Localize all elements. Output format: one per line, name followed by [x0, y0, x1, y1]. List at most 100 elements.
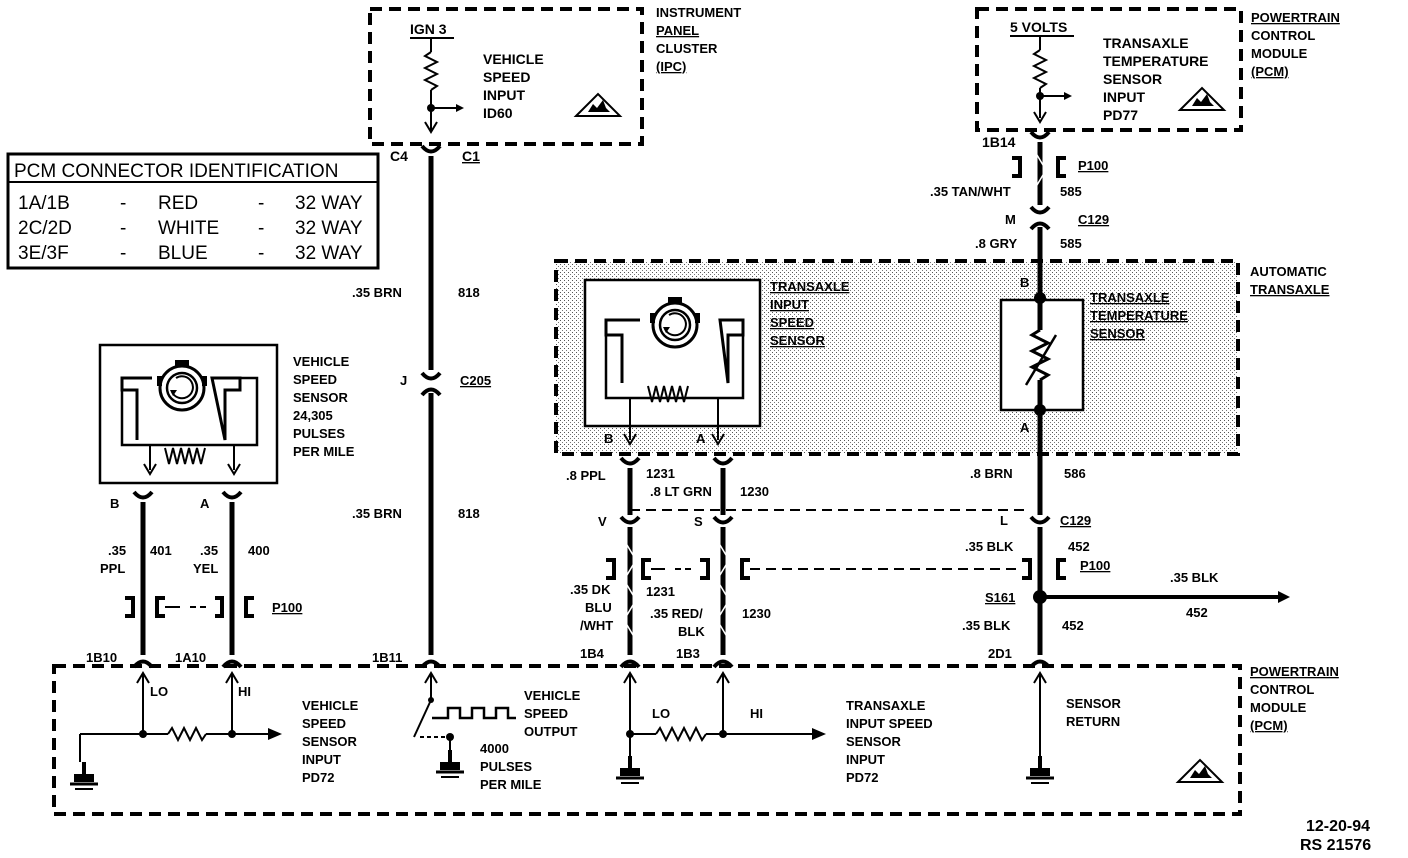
- table-cell: -: [120, 243, 126, 264]
- pcm-hi2: HI: [750, 706, 763, 721]
- temp-gry-num: 585: [1060, 236, 1082, 251]
- temp-p100: P100: [1078, 158, 1108, 173]
- pcm-bottom-module: [52, 659, 1242, 816]
- connector-table-title: PCM CONNECTOR IDENTIFICATION: [14, 161, 338, 182]
- ipc-title-3: CLUSTER: [656, 41, 718, 56]
- pcm-vs-output-3: OUTPUT: [524, 724, 578, 739]
- trans-temp-sensor-2: TEMPERATURE: [1090, 308, 1188, 323]
- table-row: 1A/1B - RED - 32 WAY: [18, 193, 363, 214]
- pcm-top-input-1: TRANSAXLE: [1103, 35, 1189, 51]
- temp-brn-num: 586: [1064, 466, 1086, 481]
- temp-gry: .8 GRY: [975, 236, 1017, 251]
- table-cell: RED: [158, 193, 198, 214]
- vss-label-1: VEHICLE: [293, 354, 350, 369]
- ground-icon: [434, 748, 466, 779]
- table-row: 3E/3F - BLUE - 32 WAY: [18, 243, 363, 264]
- tiss-redblk-color-2: BLK: [678, 624, 705, 639]
- speed-out-pin-j: J: [400, 373, 407, 388]
- trans-temp-pin-b: B: [1020, 275, 1029, 290]
- trans-input-sensor-4: SENSOR: [770, 333, 826, 348]
- ipc-pin-c4: C4: [390, 148, 408, 164]
- trans-pin-b: B: [604, 431, 613, 446]
- ipc-title-2: PANEL: [656, 23, 699, 38]
- vss-pcm-pin-a: 1A10: [175, 650, 206, 665]
- pcm-bottom-title-4: (PCM): [1250, 718, 1288, 733]
- ground-icon: [614, 754, 646, 785]
- speed-out-wire2-color: .35 BRN: [352, 506, 402, 521]
- vss-wire-a-num: 400: [248, 543, 270, 558]
- ipc-title-1: INSTRUMENT: [656, 5, 741, 20]
- tiss-redblk-num: 1230: [742, 606, 771, 621]
- pcm-lo: LO: [150, 684, 168, 699]
- tiss-shield: [606, 558, 1020, 580]
- table-cell: -: [120, 193, 126, 214]
- temp-c129-lower: C129: [1060, 513, 1091, 528]
- ground-icon: [68, 760, 100, 791]
- tiss-pin-s: S: [694, 514, 703, 529]
- ipc-input-2: SPEED: [483, 69, 530, 85]
- speed-out-wire1-num: 818: [458, 285, 480, 300]
- speed-out-wire2-num: 818: [458, 506, 480, 521]
- pcm-tiss-input-5: PD72: [846, 770, 879, 785]
- pcm-top-input-2: TEMPERATURE: [1103, 53, 1209, 69]
- vss-label-2: SPEED: [293, 372, 337, 387]
- pcm-top-input-5: PD77: [1103, 107, 1138, 123]
- table-cell: -: [258, 243, 264, 264]
- tiss-pcm-pin-v: 1B4: [580, 646, 605, 661]
- vss-wire-b-color-2: PPL: [100, 561, 125, 576]
- table-cell: 32 WAY: [295, 218, 363, 239]
- esd-warning-icon: [1179, 87, 1225, 111]
- resistor-icon: [422, 51, 440, 91]
- tiss-pcm-pin-s: 1B3: [676, 646, 700, 661]
- trans-temp-pin-a: A: [1020, 420, 1030, 435]
- pcm-top-supply: 5 VOLTS: [1010, 19, 1067, 35]
- temp-blk-branch: .35 BLK: [1170, 570, 1219, 585]
- trans-title-1: AUTOMATIC: [1250, 264, 1327, 279]
- vss-wire-a-color-2: YEL: [193, 561, 218, 576]
- temp-s161: S161: [985, 590, 1015, 605]
- vehicle-speed-sensor: [98, 343, 279, 485]
- vss-wire-b-num: 401: [150, 543, 172, 558]
- table-cell: BLUE: [158, 243, 208, 264]
- pcm-bottom-title-2: CONTROL: [1250, 682, 1314, 697]
- pcm-pulses-2: PULSES: [480, 759, 532, 774]
- table-cell: -: [258, 218, 264, 239]
- vss-label-4: 24,305: [293, 408, 333, 423]
- pcm-connector-table: PCM CONNECTOR IDENTIFICATION 1A/1B - RED…: [6, 152, 380, 270]
- pcm-vss-input-2: SPEED: [302, 716, 346, 731]
- pcm-tiss-input-2: INPUT SPEED: [846, 716, 933, 731]
- pcm-lo2: LO: [652, 706, 670, 721]
- ipc-connector-c1: C1: [462, 148, 480, 164]
- temp-pcm-pin: 2D1: [988, 646, 1012, 661]
- ipc-input-1: VEHICLE: [483, 51, 544, 67]
- pcm-top-input-3: SENSOR: [1103, 71, 1162, 87]
- table-cell: -: [120, 218, 126, 239]
- ipc-input-4: ID60: [483, 105, 513, 121]
- pcm-tiss-input-3: SENSOR: [846, 734, 902, 749]
- table-cell: 32 WAY: [295, 193, 363, 214]
- vss-pin-a: A: [200, 496, 210, 511]
- speed-out-wire1-color: .35 BRN: [352, 285, 402, 300]
- pcm-top-title-2: CONTROL: [1251, 28, 1315, 43]
- pcm-vs-output-2: SPEED: [524, 706, 568, 721]
- pcm-vss-input-3: SENSOR: [302, 734, 358, 749]
- speed-out-pcm-pin: 1B11: [372, 650, 402, 665]
- temp-brn: .8 BRN: [970, 466, 1013, 481]
- pcm-top-module: 5 VOLTS TRANSAXLE TEMPERATURE SENSOR INP…: [975, 7, 1243, 132]
- temp-pin-m: M: [1005, 212, 1016, 227]
- pcm-top-title-1: POWERTRAIN: [1251, 10, 1340, 25]
- table-row: 2C/2D - WHITE - 32 WAY: [18, 218, 363, 239]
- tiss-dkblu-num: 1231: [646, 584, 675, 599]
- ground-icon: [1024, 754, 1056, 785]
- speed-out-c205: C205: [460, 373, 491, 388]
- tiss-grn-num: 1230: [740, 484, 769, 499]
- ipc-supply: IGN 3: [410, 21, 447, 37]
- vss-wire-a-color-1: .35: [200, 543, 218, 558]
- vss-pcm-pin-b: 1B10: [86, 650, 117, 665]
- tiss-dkblu-color-3: /WHT: [580, 618, 613, 633]
- ipc-module: IGN 3 VEHICLE SPEED INPUT ID60: [368, 7, 644, 146]
- trans-title-2: TRANSAXLE: [1250, 282, 1330, 297]
- table-cell: 1A/1B: [18, 193, 70, 214]
- temp-tanwht: .35 TAN/WHT: [930, 184, 1011, 199]
